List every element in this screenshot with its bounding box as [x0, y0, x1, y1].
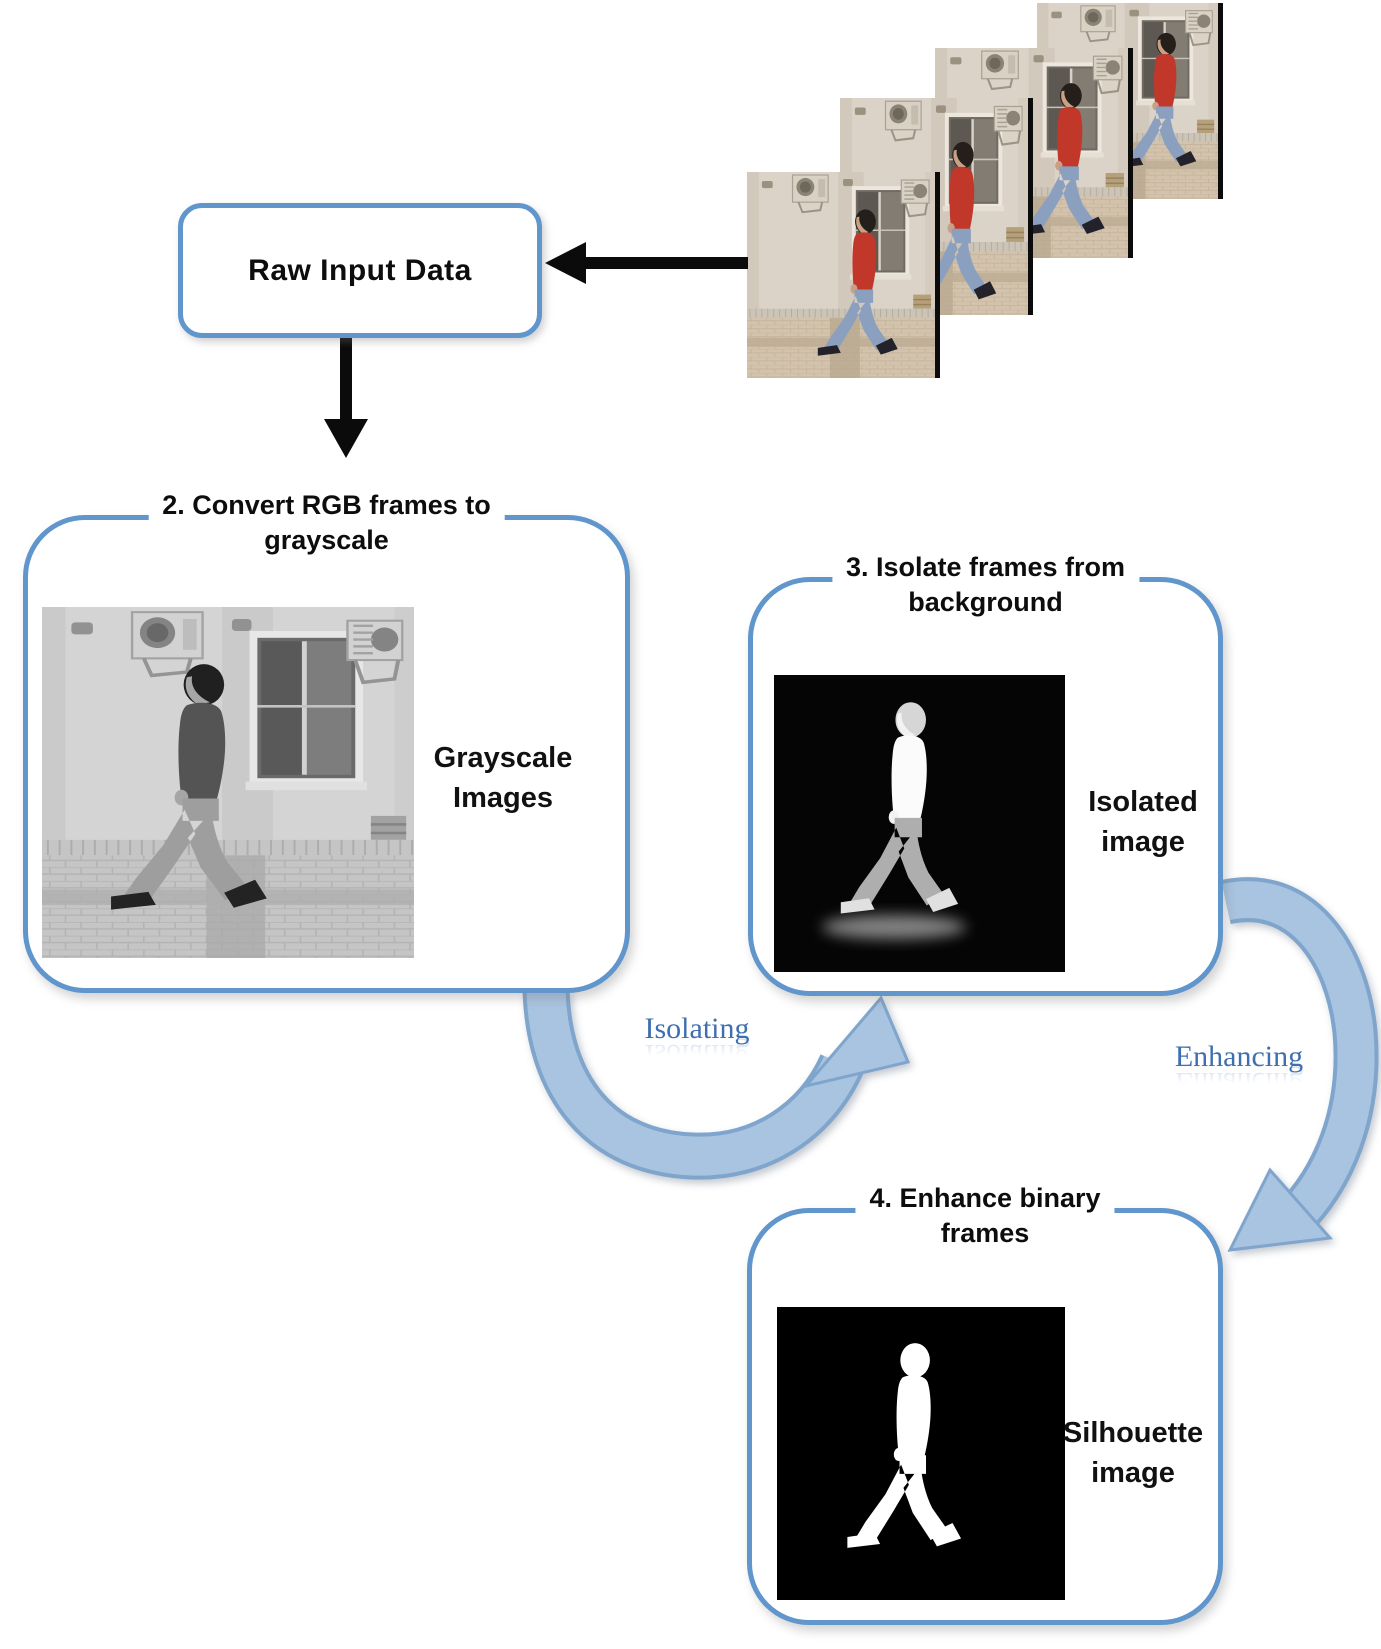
- step-grayscale-panel: 2. Convert RGB frames to grayscale Grays…: [23, 488, 630, 993]
- isolating-reflection: Isolating: [644, 1038, 750, 1071]
- arrow-raw-to-grayscale: [324, 336, 368, 458]
- step-enhance-panel: 4. Enhance binary frames Silhouette imag…: [747, 1181, 1223, 1625]
- grayscale-caption: Grayscale Images: [433, 742, 573, 814]
- raw-input-box: Raw Input Data: [178, 203, 542, 338]
- enhancing-label: Enhancing Enhancing: [1175, 1040, 1303, 1099]
- step-grayscale-title: 2. Convert RGB frames to grayscale: [148, 488, 505, 558]
- silhouette-caption: Silhouette image: [1062, 1417, 1204, 1489]
- step-enhance-title: 4. Enhance binary frames: [855, 1181, 1115, 1251]
- video-frame-1: [747, 172, 940, 378]
- raw-input-label: Raw Input Data: [248, 253, 472, 287]
- step-isolate-title: 3. Isolate frames from background: [831, 550, 1140, 620]
- isolated-photo: [774, 675, 1065, 972]
- enhancing-reflection: Enhancing: [1174, 1066, 1304, 1099]
- isolated-caption: Isolated image: [1088, 786, 1198, 858]
- arrow-frames-to-raw: [545, 242, 748, 284]
- silhouette-photo: [777, 1307, 1065, 1600]
- grayscale-photo: [42, 607, 414, 958]
- isolating-label: Isolating Isolating: [645, 1012, 750, 1071]
- step-isolate-panel: 3. Isolate frames from background Isolat…: [748, 550, 1223, 996]
